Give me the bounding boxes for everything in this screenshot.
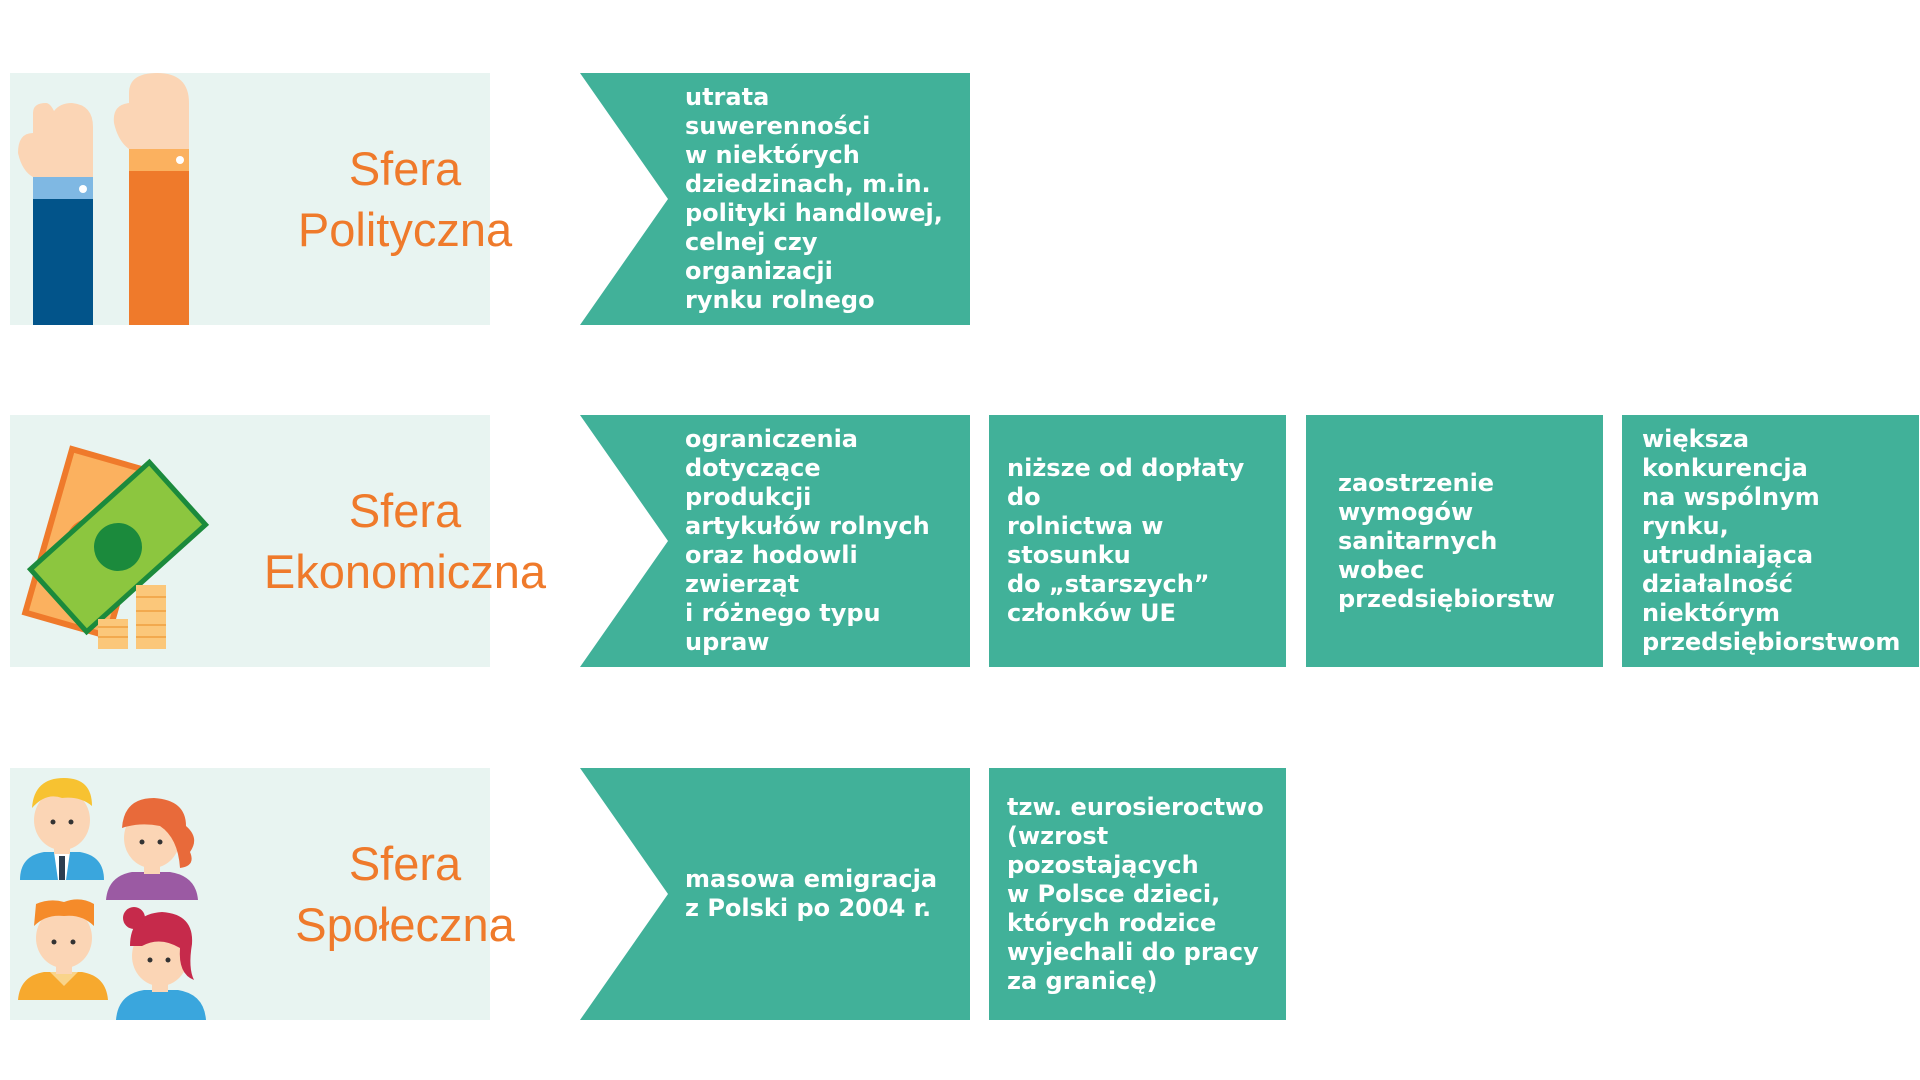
arrow-info-box: utrata suwerenności w niektórych dziedzi…	[490, 73, 970, 325]
text-line: za granicę)	[1007, 966, 1158, 995]
text-line: celnej czy organizacji	[685, 228, 833, 285]
text-line: z Polski po 2004 r.	[685, 894, 932, 922]
text-line: w niektórych	[685, 141, 860, 169]
arrow-info-box: ograniczenia dotyczące produkcji artykuł…	[490, 415, 970, 667]
sphere-title: Sfera Ekonomiczna	[180, 415, 630, 667]
text-line: masowa emigracja	[685, 865, 938, 893]
text-line: do „starszych”	[1007, 570, 1210, 598]
text-line: dziedzinach, m.in.	[685, 170, 931, 198]
text-line: zaostrzenie	[1338, 468, 1495, 497]
people-group-icon	[10, 768, 220, 1020]
text-line: ograniczenia	[685, 425, 858, 453]
text-line: w Polsce dzieci,	[1007, 879, 1221, 908]
sphere-title: Sfera Społeczna	[180, 768, 630, 1020]
sphere-title-line2: Polityczna	[297, 203, 513, 256]
text-line: utrata suwerenności	[685, 83, 871, 140]
sphere-title-line1: Sfera	[348, 837, 462, 890]
info-card: tzw. eurosieroctwo (wzrost pozostających…	[989, 768, 1286, 1020]
text-line: przedsiębiorstw	[1338, 584, 1555, 613]
text-line: rolnictwa w stosunku	[1007, 512, 1164, 569]
text-line: utrudniająca	[1642, 541, 1814, 569]
text-line: wyjechali do pracy	[1007, 937, 1259, 966]
text-line: oraz hodowli zwierząt	[685, 541, 858, 598]
text-line: tzw. eurosieroctwo	[1007, 792, 1264, 821]
sphere-title-line2: Społeczna	[295, 898, 515, 951]
arrow-info-box: masowa emigracja z Polski po 2004 r.	[490, 768, 970, 1020]
arrow-info-text: ograniczenia dotyczące produkcji artykuł…	[685, 415, 955, 667]
text-line: działalność	[1642, 570, 1793, 598]
info-card-text: większa konkurencja na wspólnym rynku, u…	[1642, 415, 1907, 667]
text-line: polityki handlowej,	[685, 199, 943, 227]
text-line: na wspólnym rynku,	[1642, 483, 1820, 540]
info-card-text: tzw. eurosieroctwo (wzrost pozostających…	[1007, 768, 1274, 1020]
text-line: i różnego typu upraw	[685, 599, 881, 656]
text-line: sanitarnych wobec	[1338, 526, 1498, 584]
text-line: dotyczące produkcji	[685, 454, 821, 511]
text-line: niższe od dopłaty do	[1007, 454, 1245, 511]
text-line: niektórym	[1642, 599, 1780, 627]
sphere-title-line1: Sfera	[348, 484, 462, 537]
text-line: artykułów rolnych	[685, 512, 930, 540]
sphere-title-line2: Ekonomiczna	[263, 545, 547, 598]
text-line: przedsiębiorstwom	[1642, 628, 1901, 656]
text-line: których rodzice	[1007, 908, 1217, 937]
text-line: (wzrost pozostających	[1007, 821, 1199, 879]
info-card: większa konkurencja na wspólnym rynku, u…	[1622, 415, 1919, 667]
info-card-text: niższe od dopłaty do rolnictwa w stosunk…	[1007, 415, 1274, 667]
arrow-info-text: masowa emigracja z Polski po 2004 r.	[685, 768, 955, 1020]
info-card: niższe od dopłaty do rolnictwa w stosunk…	[989, 415, 1286, 667]
raised-hands-icon	[10, 73, 220, 325]
sphere-title: Sfera Polityczna	[180, 73, 630, 325]
info-card: zaostrzenie wymogów sanitarnych wobec pr…	[1306, 415, 1603, 667]
arrow-info-text: utrata suwerenności w niektórych dziedzi…	[685, 73, 955, 325]
text-line: członków UE	[1007, 599, 1176, 627]
text-line: rynku rolnego	[685, 286, 875, 314]
text-line: wymogów	[1338, 497, 1474, 526]
sphere-title-line1: Sfera	[348, 142, 462, 195]
info-card-text: zaostrzenie wymogów sanitarnych wobec pr…	[1338, 415, 1591, 667]
text-line: większa konkurencja	[1642, 425, 1808, 482]
money-coins-icon	[10, 415, 220, 667]
